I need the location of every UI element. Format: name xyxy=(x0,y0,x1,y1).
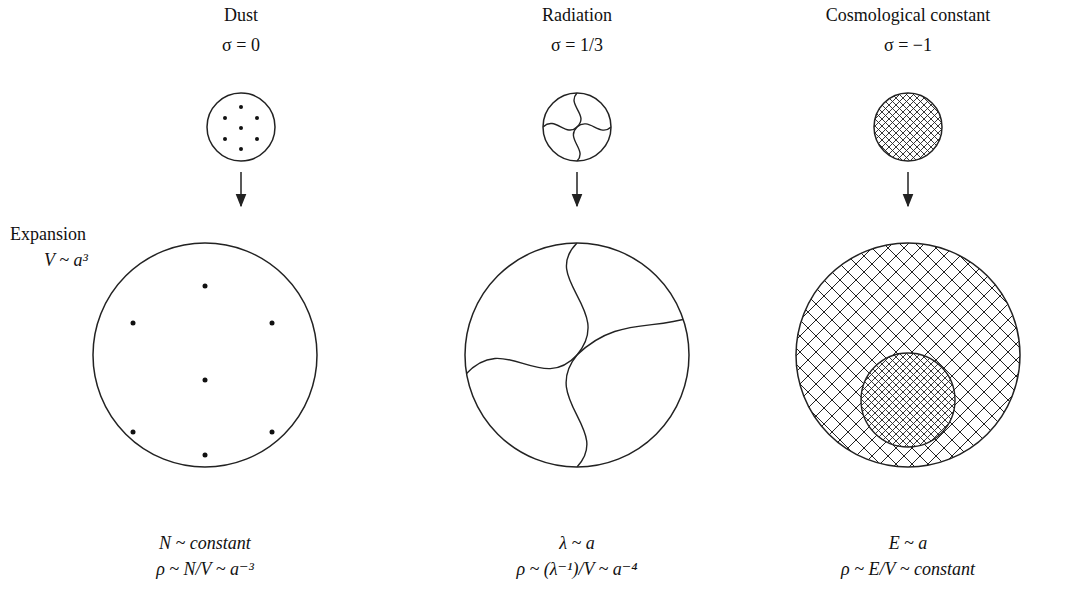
volume-circle xyxy=(465,243,689,467)
circle-outline xyxy=(206,92,276,162)
circle-outline xyxy=(795,242,1021,468)
radiation-waves xyxy=(465,93,689,467)
node-formula: σ = 0 xyxy=(222,30,260,60)
node-heading: N ~ constant xyxy=(159,530,251,556)
circle-outline xyxy=(542,92,612,162)
node-caption: Radiationσ = 1/3 xyxy=(542,0,612,60)
node-caption: Cosmological constantσ = −1 xyxy=(826,0,990,60)
node-caption: Dustσ = 0 xyxy=(222,0,260,60)
side-label: Expansion xyxy=(10,222,86,246)
circle-holder xyxy=(206,92,276,162)
node-caption: E ~ aρ ~ E/V ~ constant xyxy=(841,530,975,582)
volume-circle xyxy=(796,243,1020,467)
circle-holder xyxy=(542,92,612,162)
circle-outline xyxy=(92,242,318,468)
node-heading: λ ~ a xyxy=(559,530,595,556)
volume-scaling: V ~ a³ xyxy=(44,248,88,272)
volume-circle xyxy=(207,93,275,161)
node-formula: ρ ~ N/V ~ a⁻³ xyxy=(156,556,254,582)
node-caption: λ ~ aρ ~ (λ⁻¹)/V ~ a⁻⁴ xyxy=(516,530,637,582)
expanded-volume: N ~ constantρ ~ N/V ~ a⁻³ xyxy=(25,242,385,582)
node-formula: ρ ~ (λ⁻¹)/V ~ a⁻⁴ xyxy=(516,556,637,582)
circle-holder xyxy=(873,92,943,162)
node-formula: σ = 1/3 xyxy=(551,30,603,60)
volume-circle xyxy=(874,93,942,161)
expanded-volume: λ ~ aρ ~ (λ⁻¹)/V ~ a⁻⁴ xyxy=(397,242,757,582)
node-formula: ρ ~ E/V ~ constant xyxy=(841,556,975,582)
volume-circle xyxy=(543,93,611,161)
node-heading: Dust xyxy=(224,0,258,30)
node-caption: N ~ constantρ ~ N/V ~ a⁻³ xyxy=(156,530,254,582)
initial-volume: Dustσ = 0 xyxy=(81,0,401,162)
node-heading: Cosmological constant xyxy=(826,0,990,30)
dust-particles xyxy=(131,105,275,458)
circle-holder xyxy=(795,242,1021,468)
volume-circle xyxy=(93,243,317,467)
expansion-arrow xyxy=(907,172,909,206)
circle-holder xyxy=(464,242,690,468)
circle-outline xyxy=(873,92,943,162)
initial-volume: Cosmological constantσ = −1 xyxy=(748,0,1068,162)
node-heading: Radiation xyxy=(542,0,612,30)
circle-holder xyxy=(92,242,318,468)
node-formula: σ = −1 xyxy=(884,30,932,60)
initial-volume: Radiationσ = 1/3 xyxy=(417,0,737,162)
node-heading: E ~ a xyxy=(889,530,928,556)
expansion-arrow xyxy=(240,172,242,206)
expansion-arrow xyxy=(576,172,578,206)
vacuum-energy-hatch xyxy=(796,93,1020,467)
circle-outline xyxy=(464,242,690,468)
expanded-volume: E ~ aρ ~ E/V ~ constant xyxy=(728,242,1074,582)
